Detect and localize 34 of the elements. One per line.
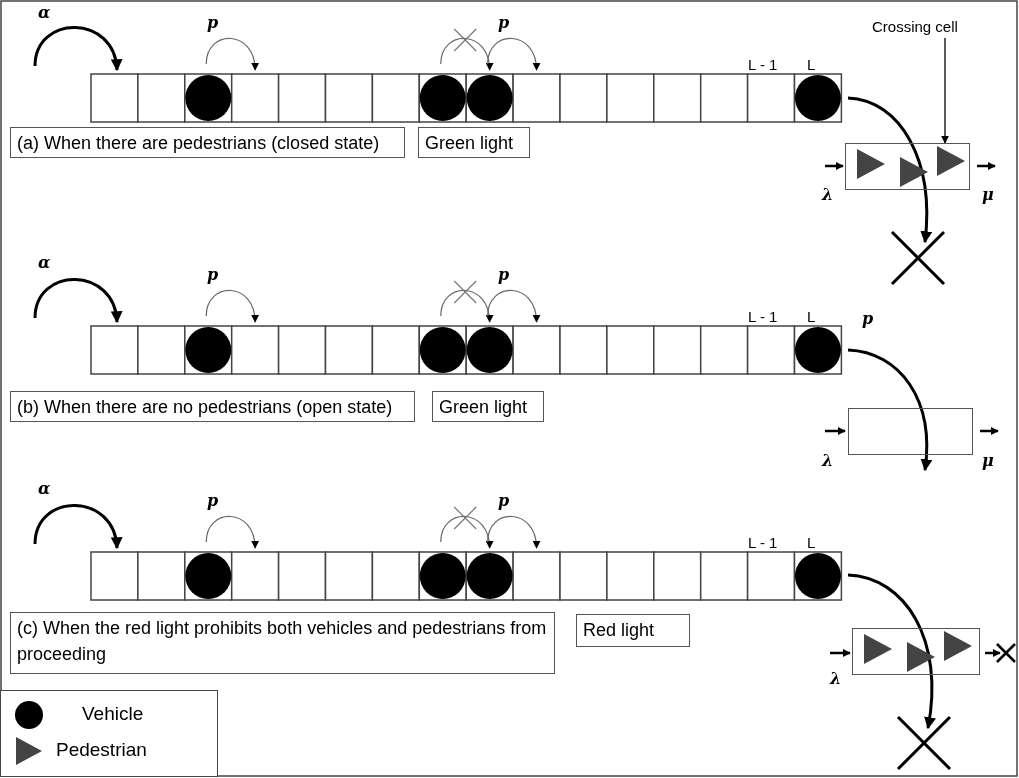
math-symbol: α bbox=[38, 4, 51, 22]
cell-index: L - 1 bbox=[748, 308, 778, 326]
leader-line bbox=[941, 37, 949, 144]
caption-box: Red light bbox=[576, 614, 690, 647]
cell-index: L bbox=[807, 308, 816, 326]
math-symbol: p bbox=[207, 14, 219, 32]
math-symbol: p bbox=[498, 14, 510, 32]
cell-index: L bbox=[807, 56, 816, 74]
math-symbol: α bbox=[38, 480, 51, 498]
math-symbol: λ bbox=[822, 452, 834, 470]
caption-box: (a) When there are pedestrians (closed state) bbox=[10, 127, 405, 158]
math-symbol: α bbox=[38, 254, 51, 272]
math-symbol: p bbox=[207, 266, 219, 284]
math-symbol: p bbox=[498, 266, 510, 284]
cell-index: L - 1 bbox=[748, 534, 778, 552]
math-symbol: λ bbox=[830, 670, 842, 688]
caption-box: Green light bbox=[418, 127, 530, 158]
math-symbol: λ bbox=[822, 186, 834, 204]
crossing-box bbox=[845, 143, 970, 190]
math-symbol: p bbox=[498, 492, 510, 510]
callout-text: Crossing cell bbox=[872, 18, 958, 36]
crossing-box bbox=[852, 628, 980, 675]
math-symbol: μ bbox=[982, 186, 994, 204]
legend-text: Pedestrian bbox=[56, 741, 147, 759]
cell-index: L - 1 bbox=[748, 56, 778, 74]
math-symbol: p bbox=[207, 492, 219, 510]
crossing-box bbox=[848, 408, 973, 455]
math-symbol: p bbox=[862, 310, 874, 328]
cell-index: L bbox=[807, 534, 816, 552]
caption-box: (b) When there are no pedestrians (open state) bbox=[10, 391, 415, 422]
legend-text: Vehicle bbox=[82, 705, 144, 723]
math-symbol: μ bbox=[982, 452, 994, 470]
caption-box: (c) When the red light prohibits both vehicles and pedestrians from proceeding bbox=[10, 612, 555, 674]
caption-box: Green light bbox=[432, 391, 544, 422]
